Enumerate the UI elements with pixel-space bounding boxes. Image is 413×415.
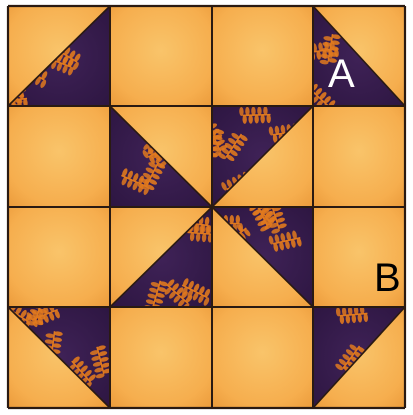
quilt-cell-r1-c2 bbox=[200, 106, 326, 213]
label-a: A bbox=[328, 54, 355, 94]
gold-square bbox=[212, 307, 313, 408]
quilt-cell-r2-c2 bbox=[203, 196, 313, 307]
gold-square bbox=[110, 307, 212, 408]
quilt-cell-r2-c1 bbox=[108, 195, 219, 312]
gold-square bbox=[8, 106, 110, 207]
label-b: B bbox=[374, 258, 401, 298]
quilt-cell-r1-c3 bbox=[313, 106, 405, 207]
quilt-cell-r3-c2 bbox=[212, 307, 313, 408]
gold-square bbox=[110, 6, 212, 106]
quilt-cell-r3-c0 bbox=[2, 296, 112, 415]
quilt-cell-r1-c1 bbox=[110, 104, 219, 207]
gold-square bbox=[8, 207, 110, 307]
quilt-cell-r0-c0 bbox=[0, 0, 110, 111]
quilt-cell-r0-c2 bbox=[212, 6, 313, 106]
gold-square bbox=[212, 6, 313, 106]
quilt-cell-r0-c1 bbox=[110, 6, 212, 106]
quilt-cell-r0-c3 bbox=[306, 6, 413, 117]
quilt-cell-r1-c0 bbox=[8, 106, 110, 207]
gold-square bbox=[313, 106, 405, 207]
quilt-cell-r3-c1 bbox=[110, 307, 212, 408]
quilt-cell-r2-c0 bbox=[8, 207, 110, 307]
quilt-cell-r3-c3 bbox=[313, 305, 413, 415]
